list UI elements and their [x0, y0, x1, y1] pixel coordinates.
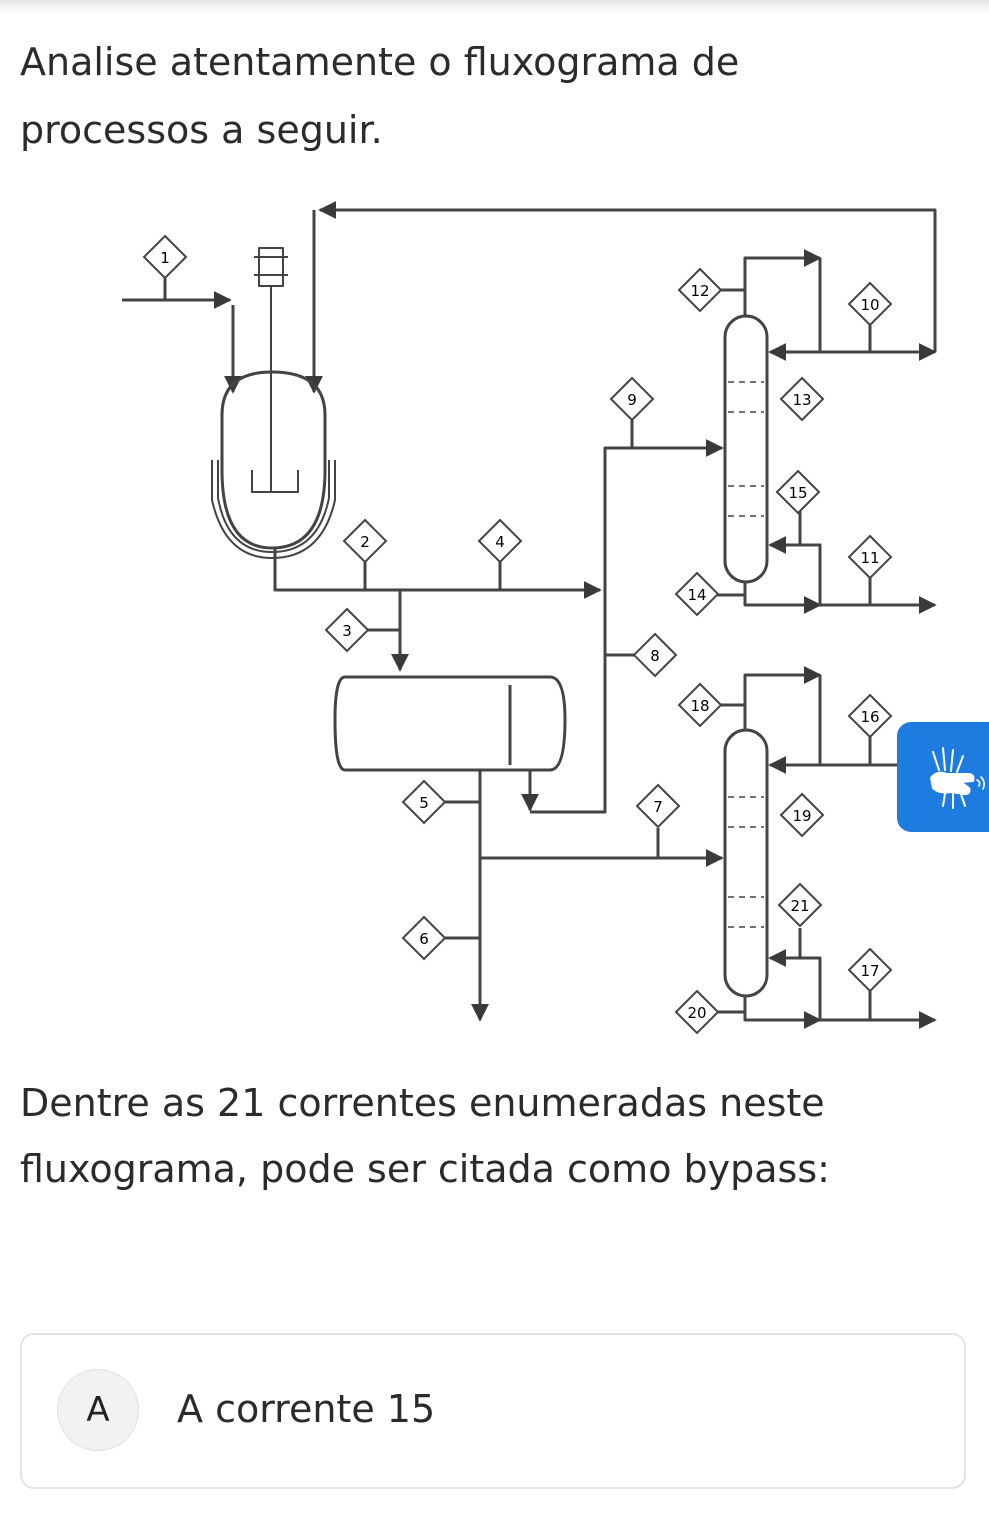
question-intro: Analise atentamente o fluxograma de proc… [20, 40, 740, 152]
svg-text:21: 21 [790, 897, 809, 915]
tag-10: 10 [847, 281, 893, 327]
tag-6: 6 [401, 915, 447, 961]
tag-18: 18 [677, 682, 723, 728]
process-flow-diagram: 1 2 3 4 5 6 7 8 9 10 11 12 13 14 15 16 1… [122, 201, 937, 1035]
svg-text:10: 10 [860, 296, 879, 314]
accessibility-button[interactable] [897, 722, 989, 832]
tag-16: 16 [847, 693, 893, 739]
svg-text:1: 1 [160, 249, 170, 267]
top-shadow-bar [0, 0, 989, 14]
tag-7: 7 [635, 783, 681, 829]
svg-text:18: 18 [690, 697, 709, 715]
tag-11: 11 [847, 534, 893, 580]
tag-17: 17 [847, 947, 893, 993]
option-text: A corrente 15 [177, 1387, 436, 1431]
svg-text:16: 16 [860, 708, 879, 726]
svg-text:6: 6 [419, 930, 429, 948]
tag-21: 21 [777, 882, 823, 928]
svg-text:9: 9 [627, 391, 637, 409]
tag-5: 5 [401, 779, 447, 825]
svg-text:20: 20 [687, 1004, 706, 1022]
svg-text:3: 3 [342, 622, 352, 640]
svg-text:8: 8 [650, 647, 660, 665]
tag-14: 14 [674, 571, 720, 617]
svg-text:11: 11 [860, 549, 879, 567]
tag-1: 1 [142, 234, 188, 280]
svg-text:13: 13 [792, 391, 811, 409]
question-prompt: Dentre as 21 correntes enumeradas neste … [20, 1081, 830, 1191]
tag-8: 8 [632, 632, 678, 678]
option-letter-badge: A [57, 1369, 139, 1451]
tag-4: 4 [477, 518, 523, 564]
tag-20: 20 [674, 989, 720, 1035]
svg-text:4: 4 [495, 533, 505, 551]
tag-9: 9 [609, 376, 655, 422]
svg-text:12: 12 [690, 282, 709, 300]
svg-text:17: 17 [860, 962, 879, 980]
svg-text:2: 2 [360, 533, 370, 551]
tag-15: 15 [775, 469, 821, 515]
answer-option-a[interactable]: A A corrente 15 [20, 1333, 966, 1489]
svg-text:14: 14 [687, 586, 706, 604]
tag-3: 3 [324, 607, 370, 653]
tag-2: 2 [342, 518, 388, 564]
tag-19: 19 [779, 792, 825, 838]
tag-13: 13 [779, 376, 825, 422]
tag-12: 12 [677, 267, 723, 313]
svg-text:19: 19 [792, 807, 811, 825]
svg-text:5: 5 [419, 794, 429, 812]
stream-tags: 1 2 3 4 5 6 7 8 9 10 11 12 13 14 15 16 1… [142, 234, 893, 1035]
sign-language-hand-icon [930, 747, 985, 809]
svg-text:15: 15 [788, 484, 807, 502]
svg-text:7: 7 [653, 798, 663, 816]
